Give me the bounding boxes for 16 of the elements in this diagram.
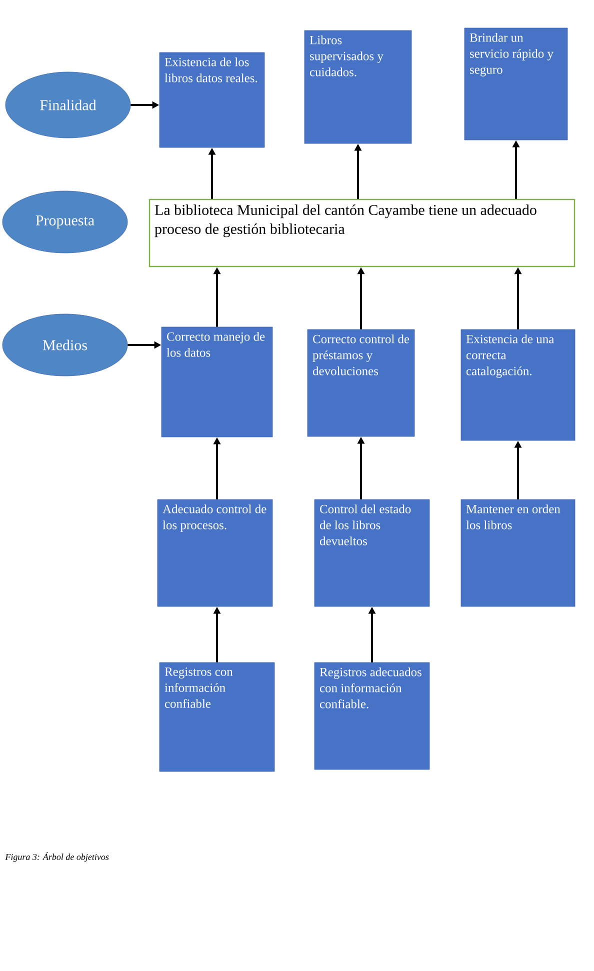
objective-box: Brindar un servicio rápido y seguro [464, 28, 568, 140]
objective-box: Libros supervisados y cuidados. [304, 30, 412, 144]
objective-box: Existencia de una correcta catalogación. [460, 329, 576, 441]
objective-box: Existencia de los libros datos reales. [159, 52, 265, 148]
oval-label: Finalidad [5, 72, 131, 138]
objective-box: Adecuado control de los procesos. [157, 499, 273, 607]
objective-box: Registros adecuados con información confiable. [314, 662, 430, 770]
oval-label: Medios [2, 314, 128, 376]
objective-box: Control del estado de los libros devueltos [314, 499, 430, 607]
oval-label: Propuesta [2, 190, 128, 254]
objective-box: Correcto manejo de los datos [161, 326, 273, 438]
objective-box: Registros con información confiable [159, 662, 275, 772]
caption: Figura 3: Árbol de objetivos [5, 852, 109, 862]
objective-box: Mantener en orden los libros [460, 499, 576, 607]
objective-box: Correcto control de préstamos y devoluciones [307, 329, 415, 437]
statement-box: La biblioteca Municipal del cantón Cayambe tiene un adecuado proceso de gestión bibliotecaria [148, 198, 576, 268]
